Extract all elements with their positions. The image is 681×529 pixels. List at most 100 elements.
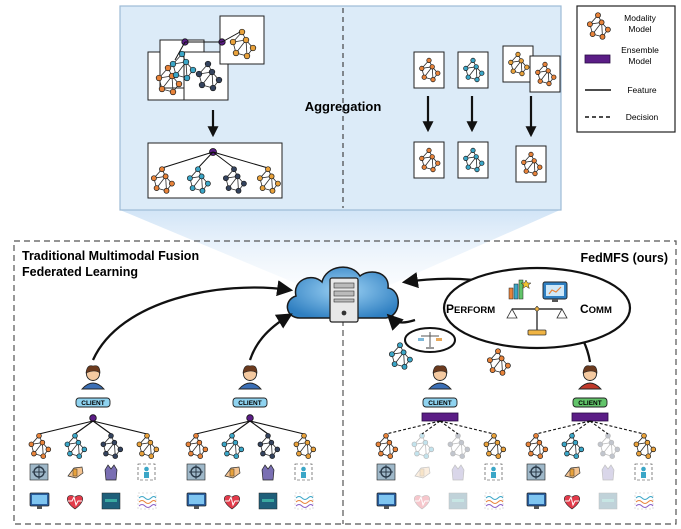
glove-icon [104,464,118,481]
bottom-panel-border [13,240,677,525]
floating-model-orange [487,348,511,376]
modality-model-icon [487,348,511,376]
arrow-client3-to-server [386,313,416,331]
fusion-node [246,414,254,422]
top-panel: Aggregation [119,5,562,285]
modality-model-icon [483,433,507,459]
client-badge: CLIENT [572,397,608,408]
heart-icon [564,495,580,510]
arm-icon [224,466,241,479]
client-badge: CLIENT [75,397,111,408]
modality-model-icon [587,12,611,40]
glove-icon [601,464,615,481]
modality-model-icon [187,166,211,194]
modality-model-icon [521,151,543,177]
modality-model-icon [419,57,441,83]
signal-icon [294,492,314,510]
person-icon [294,463,313,481]
model-card [457,141,489,179]
client-4: CLIENT [525,365,657,510]
server-cloud [286,266,399,323]
floating-model-teal [389,342,413,370]
target-icon [376,463,396,481]
monitor-icon [376,492,397,509]
aggregation-label: Aggregation [305,99,382,114]
performance-chart-icon [508,279,532,300]
legend-ensemble-icon [584,54,611,64]
arm-icon [564,466,581,479]
modality-model-icon [169,50,197,82]
signal-icon [484,492,504,510]
target-icon [29,463,49,481]
client-label: CLIENT [238,400,262,407]
target-icon [186,463,206,481]
target-icon [526,463,546,481]
model-card [502,45,534,83]
legend-box [576,5,676,133]
person-icon [137,463,156,481]
modality-model-icon [411,433,435,459]
person-icon [634,463,653,481]
modality-model-icon [293,433,317,459]
model-card [413,141,445,179]
comm-label: COMM [580,302,612,316]
modality-model-icon [561,433,585,459]
monitor-icon [526,492,547,509]
arrow-client1-to-server [91,280,294,361]
glove-icon [261,464,275,481]
modality-model-icon [257,433,281,459]
beam-shape [120,210,560,285]
modality-model-icon [463,57,485,83]
model-card [413,51,445,89]
modality-model-icon [447,433,471,459]
model-card [515,145,547,183]
client-avatar [427,365,453,390]
legend-feature-label: Feature [627,85,657,95]
modality-model-icon [508,51,530,77]
client-label: CLIENT [428,400,452,407]
model-card [457,51,489,89]
arrow-client2-to-server [248,313,293,361]
client-avatar [237,365,263,390]
legend-decision-label: Decision [626,112,659,122]
right-title: FedMFS (ours) [581,251,669,265]
spectrogram-icon [101,492,121,510]
modality-model-icon [100,433,124,459]
client-badge: CLIENT [422,397,458,408]
monitor-icon [186,492,207,509]
modality-model-icon [223,166,247,194]
mini-scale-icon [418,332,442,349]
ensemble-model-bar [571,412,609,422]
modality-model-icon [229,28,257,60]
client-avatar [577,365,603,390]
signal-icon [634,492,654,510]
model-card [219,15,265,65]
heart-icon [67,495,83,510]
balance-scale-icon [506,306,568,336]
modality-model-icon [419,147,441,173]
model-card [529,55,561,93]
client-label: CLIENT [81,400,105,407]
fusion-node [89,414,97,422]
server-icon [329,277,359,323]
communication-monitor-icon [542,281,568,302]
fused-model-card [147,142,283,199]
modality-model-icon [389,342,413,370]
ensemble-model-bar [421,412,459,422]
modality-model-icon [136,433,160,459]
bottom-panel: Traditional Multimodal Fusion Federated … [13,240,677,525]
client-3: CLIENT [375,365,507,510]
client-avatar [80,365,106,390]
modality-model-icon [221,433,245,459]
modality-model-icon [28,433,52,459]
arm-icon [67,466,84,479]
arm-icon [414,466,431,479]
modality-model-icon [525,433,549,459]
modality-model-icon [257,166,281,194]
modality-model-icon [151,166,175,194]
legend-modality-icon [587,12,611,40]
